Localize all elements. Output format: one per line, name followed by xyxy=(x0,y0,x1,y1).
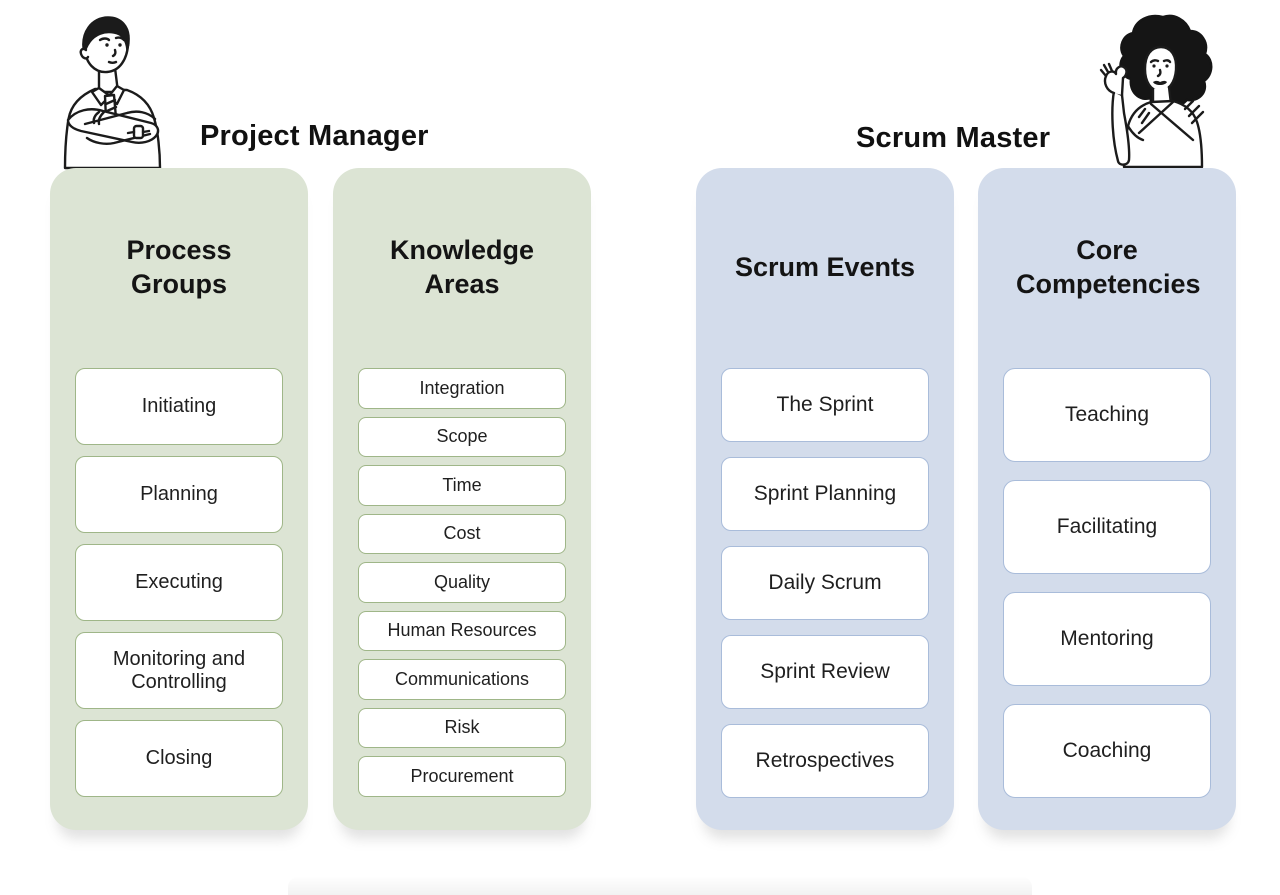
panel-header-core-competencies: Core Competencies xyxy=(978,168,1236,368)
card-monitoring-and-controlling: Monitoring and Controlling xyxy=(75,632,283,709)
card-list-core-competencies: Teaching Facilitating Mentoring Coaching xyxy=(1003,368,1211,798)
panel-scrum-events: Scrum Events The Sprint Sprint Planning … xyxy=(696,168,954,830)
card-list-scrum-events: The Sprint Sprint Planning Daily Scrum S… xyxy=(721,368,929,798)
card-initiating: Initiating xyxy=(75,368,283,445)
card-facilitating: Facilitating xyxy=(1003,480,1211,574)
card-sprint-planning: Sprint Planning xyxy=(721,457,929,531)
card-list-knowledge-areas: Integration Scope Time Cost Quality Huma… xyxy=(358,368,566,797)
card-retrospectives: Retrospectives xyxy=(721,724,929,798)
card-quality: Quality xyxy=(358,562,566,603)
card-daily-scrum: Daily Scrum xyxy=(721,546,929,620)
card-scope: Scope xyxy=(358,416,566,457)
card-executing: Executing xyxy=(75,544,283,621)
panel-core-competencies: Core Competencies Teaching Facilitating … xyxy=(978,168,1236,830)
bottom-shadow-bar xyxy=(288,877,1032,895)
panel-header-scrum-events: Scrum Events xyxy=(696,168,954,368)
scrum-master-title: Scrum Master xyxy=(856,122,1051,154)
card-planning: Planning xyxy=(75,456,283,533)
scrum-master-illustration xyxy=(1099,14,1213,169)
card-teaching: Teaching xyxy=(1003,368,1211,462)
card-procurement: Procurement xyxy=(358,756,566,797)
panel-title: Process Groups xyxy=(126,235,232,299)
panel-title: Scrum Events xyxy=(734,252,916,283)
card-integration: Integration xyxy=(358,368,566,409)
card-the-sprint: The Sprint xyxy=(721,368,929,442)
panel-knowledge-areas: Knowledge Areas Integration Scope Time C… xyxy=(333,168,591,830)
card-risk: Risk xyxy=(358,707,566,748)
project-manager-illustration xyxy=(63,16,162,170)
card-communications: Communications xyxy=(358,659,566,700)
card-sprint-review: Sprint Review xyxy=(721,635,929,709)
panel-header-process-groups: Process Groups xyxy=(50,168,308,368)
card-list-process-groups: Initiating Planning Executing Monitoring… xyxy=(75,368,283,797)
card-time: Time xyxy=(358,465,566,506)
panel-process-groups: Process Groups Initiating Planning Execu… xyxy=(50,168,308,830)
panel-title: Knowledge Areas xyxy=(389,235,534,299)
card-cost: Cost xyxy=(358,513,566,554)
card-mentoring: Mentoring xyxy=(1003,592,1211,686)
card-closing: Closing xyxy=(75,720,283,797)
card-human-resources: Human Resources xyxy=(358,610,566,651)
panel-header-knowledge-areas: Knowledge Areas xyxy=(333,168,591,368)
project-manager-title: Project Manager xyxy=(200,120,429,152)
card-coaching: Coaching xyxy=(1003,704,1211,798)
panel-title: Core Competencies xyxy=(1016,235,1201,299)
